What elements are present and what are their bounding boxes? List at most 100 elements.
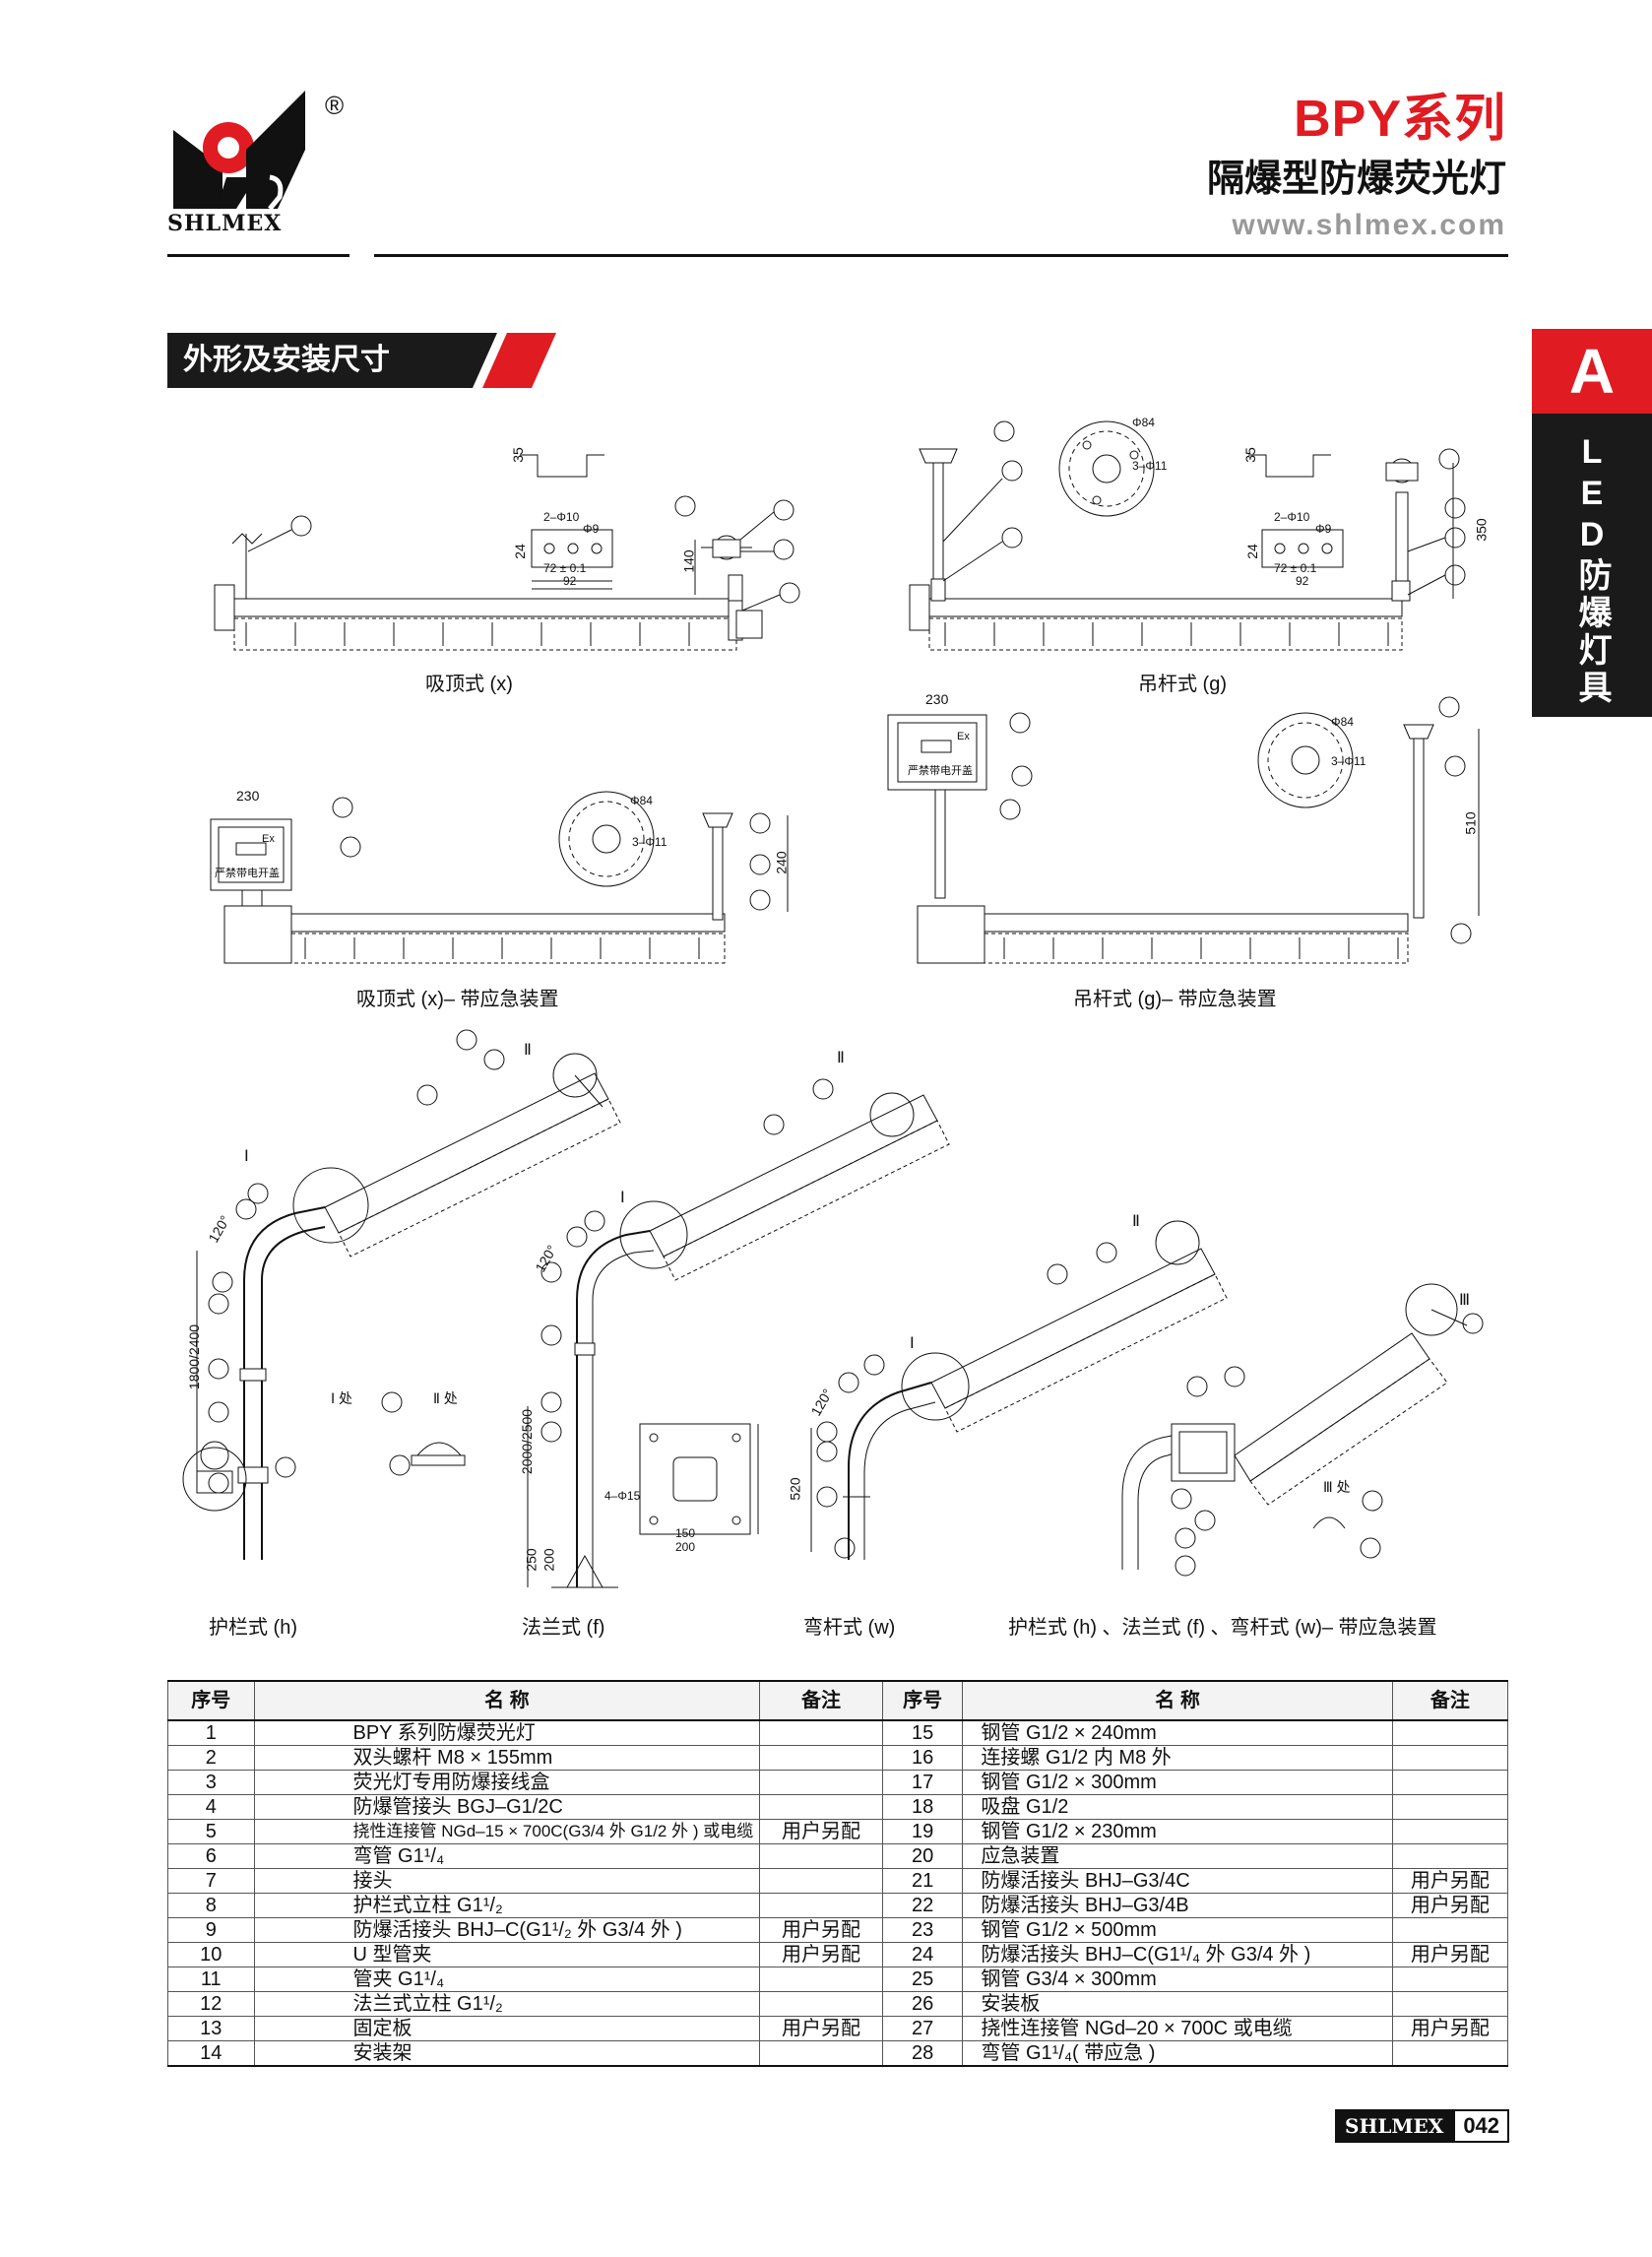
cell-name-right: 防爆活接头 BHJ–C(G1¹/₄ 外 G3/4 外 ) <box>962 1942 1393 1967</box>
cell-remark-left <box>759 1967 883 1992</box>
cell-name-right: 应急装置 <box>962 1843 1393 1869</box>
dim-72: 72 ± 0.1 <box>543 561 587 575</box>
cell-no-left: 14 <box>167 2040 255 2067</box>
dim-230-x: 230 <box>236 788 260 804</box>
dim-phi9: Φ9 <box>583 522 600 536</box>
dim-1800: 1800/2400 <box>186 1323 203 1390</box>
cell-remark-right <box>1391 1843 1509 1869</box>
dim-72-g: 72 ± 0.1 <box>1274 561 1317 575</box>
cell-name-left: 荧光灯专用防爆接线盒 <box>253 1770 761 1795</box>
cell-name-left: 弯管 G1¹/₄ <box>253 1843 761 1869</box>
cell-no-right: 28 <box>881 2040 964 2067</box>
dim-350: 350 <box>1473 518 1490 542</box>
detail-i-label: Ⅰ 处 <box>331 1390 353 1406</box>
cell-name-right: 钢管 G1/2 × 230mm <box>962 1819 1393 1844</box>
dim-phi84-a: Φ84 <box>1132 416 1155 429</box>
category-label-box: LED防爆灯具类 <box>1453 414 1652 717</box>
cell-remark-right <box>1391 1770 1509 1795</box>
category-label: LED防爆灯具类 <box>1453 433 1611 707</box>
cell-name-left: 接头 <box>253 1868 761 1894</box>
website-url[interactable]: www.shlmex.com <box>1232 209 1506 241</box>
shlmex-logo: ® SHLMEX <box>167 91 344 248</box>
cell-remark-right: 用户另配 <box>1391 2016 1509 2041</box>
category-side-tab[interactable]: A LED防爆灯具类 <box>1453 329 1652 717</box>
dim-phi11-a: 3–Φ11 <box>1132 459 1168 473</box>
cell-remark-right: 用户另配 <box>1391 1942 1509 1967</box>
header-remark-left: 备注 <box>759 1680 883 1721</box>
logo-text: SHLMEX <box>167 211 283 236</box>
cell-remark-right <box>1391 1794 1509 1820</box>
angle-w: 120° <box>807 1386 836 1419</box>
drawing-pendant-mount <box>909 420 1466 651</box>
dim-phi15: 4–Φ15 <box>604 1489 641 1503</box>
section-title-shape <box>167 333 556 388</box>
cell-no-right: 19 <box>881 1819 964 1844</box>
cell-no-left: 5 <box>167 1819 255 1844</box>
dim-phi84-b: Φ84 <box>630 794 653 807</box>
caption-pendant: 吊杆式 (g) <box>1138 674 1227 695</box>
dim-92: 92 <box>563 574 577 588</box>
table-header-row: 序号 名 称 备注 序号 名 称 备注 <box>167 1680 1509 1721</box>
cell-remark-left <box>759 1893 883 1918</box>
cell-no-left: 10 <box>167 1942 255 1967</box>
mark-i-w: Ⅰ <box>910 1335 915 1352</box>
cell-remark-right: 用户另配 <box>1391 1868 1509 1894</box>
mark-i-f: Ⅰ <box>620 1190 625 1206</box>
cell-remark-left <box>759 1868 883 1894</box>
dim-phi10: 2–Φ10 <box>543 510 580 524</box>
footer-brand: SHLMEX <box>1335 2109 1454 2143</box>
header-no-left: 序号 <box>167 1680 255 1721</box>
cell-no-right: 26 <box>881 1991 964 2017</box>
cell-remark-left: 用户另配 <box>759 1917 883 1943</box>
cell-no-left: 3 <box>167 1770 255 1795</box>
dim-150: 150 <box>675 1526 696 1540</box>
cell-name-right: 挠性连接管 NGd–20 × 700C 或电缆 <box>962 2016 1393 2041</box>
cell-no-right: 23 <box>881 1917 964 1943</box>
cell-remark-left: 用户另配 <box>759 1819 883 1844</box>
dim-35-g: 35 <box>1241 447 1258 463</box>
dim-510: 510 <box>1462 811 1479 835</box>
cell-remark-right <box>1391 1745 1509 1771</box>
cell-name-left: 护栏式立柱 G1¹/₂ <box>253 1893 761 1918</box>
dim-24-g: 24 <box>1243 544 1260 559</box>
header-name-right: 名 称 <box>962 1680 1393 1721</box>
cell-no-left: 9 <box>167 1917 255 1943</box>
cell-name-left: 固定板 <box>253 2016 761 2041</box>
cell-remark-left: 用户另配 <box>759 2016 883 2041</box>
dim-240: 240 <box>773 851 790 874</box>
box-ex-g: Ex <box>957 731 970 742</box>
mark-iii: Ⅲ <box>1459 1292 1471 1309</box>
caption-bent: 弯杆式 (w) <box>803 1617 896 1639</box>
cell-remark-right <box>1391 1719 1509 1746</box>
cell-no-right: 22 <box>881 1893 964 1918</box>
cell-remark-right <box>1391 1991 1509 2017</box>
drawing-ceiling-mount <box>214 454 800 651</box>
cell-no-left: 7 <box>167 1868 255 1894</box>
series-title: BPY系列 <box>1294 91 1506 148</box>
cell-name-left: 防爆管接头 BGJ–G1/2C <box>253 1794 761 1820</box>
cell-remark-left <box>759 1794 883 1820</box>
box-warning-g: 严禁带电开盖 <box>908 765 973 777</box>
cell-no-right: 15 <box>881 1719 964 1746</box>
section-title-bar: 外形及安装尺寸 <box>167 333 556 388</box>
dim-phi84-c: Φ84 <box>1331 715 1354 729</box>
dim-230-g: 230 <box>925 691 949 707</box>
cell-remark-left <box>759 1719 883 1746</box>
cell-name-right: 弯管 G1¹/₄( 带应急 ) <box>962 2040 1393 2067</box>
dim-2000: 2000/2500 <box>519 1408 536 1475</box>
caption-pendant-emergency: 吊杆式 (g)– 带应急装置 <box>1073 989 1277 1010</box>
drawing-guardrail-mount <box>182 1029 621 1560</box>
dim-35: 35 <box>509 447 526 463</box>
cell-name-left: 双头螺杆 M8 × 155mm <box>253 1745 761 1771</box>
